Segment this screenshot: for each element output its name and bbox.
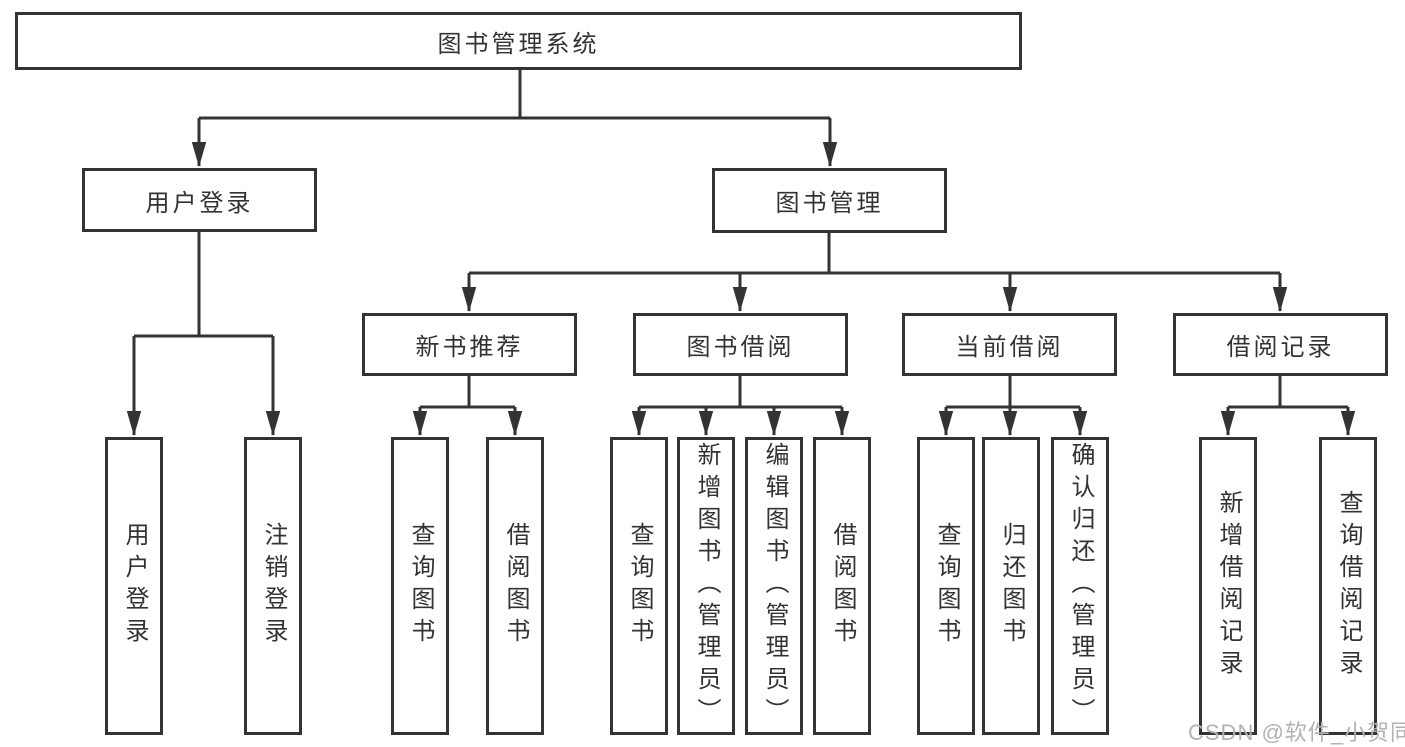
leaf-label: 查询图书 — [407, 522, 434, 650]
leaf-query-books: 查询图书 — [610, 437, 668, 735]
leaf-query-books: 查询图书 — [391, 437, 449, 735]
leaf-label: 新增借阅记录 — [1215, 490, 1242, 682]
connector-book-management-to-level3 — [461, 233, 1288, 312]
connector-new-book-group — [412, 376, 523, 436]
node-new-book-recommendation: 新书推荐 — [362, 313, 577, 376]
node-library-management-system: 图书管理系统 — [15, 12, 1022, 70]
node-label: 新书推荐 — [415, 334, 524, 361]
node-label: 用户登录 — [145, 189, 254, 217]
leaf-query-borrow-record: 查询借阅记录 — [1319, 437, 1377, 735]
node-label: 图书借阅 — [686, 334, 795, 361]
connector-borrow-records-group — [1220, 376, 1356, 436]
leaf-label: 查询借阅记录 — [1335, 490, 1362, 682]
leaf-borrow-books: 借阅图书 — [813, 437, 871, 735]
watermark: CSDN @软件_小贺同学 — [1188, 720, 1405, 745]
node-user-login: 用户登录 — [82, 168, 317, 232]
leaf-logout: 注销登录 — [244, 437, 302, 735]
leaf-label: 借阅图书 — [502, 522, 529, 650]
leaf-add-book-admin: 新增图书（管理员） — [677, 437, 735, 735]
leaf-user-login: 用户登录 — [105, 437, 163, 735]
leaf-label: 查询图书 — [626, 522, 653, 650]
leaf-label: 注销登录 — [260, 522, 287, 650]
connector-current-borrow-group — [938, 376, 1088, 436]
leaf-label: 编辑图书（管理员） — [761, 442, 788, 730]
node-current-borrowing: 当前借阅 — [902, 313, 1117, 376]
leaf-edit-book-admin: 编辑图书（管理员） — [745, 437, 803, 735]
leaf-return-book: 归还图书 — [982, 437, 1040, 735]
leaf-label: 归还图书 — [998, 522, 1025, 650]
leaf-label: 借阅图书 — [829, 522, 856, 650]
node-label: 图书管理 — [775, 190, 884, 217]
leaf-label: 确认归还（管理员） — [1067, 442, 1094, 730]
node-book-borrowing: 图书借阅 — [633, 313, 848, 376]
leaf-confirm-return-admin: 确认归还（管理员） — [1051, 437, 1109, 735]
leaf-query-books: 查询图书 — [917, 437, 975, 735]
node-label: 借阅记录 — [1226, 334, 1335, 361]
leaf-borrow-books: 借阅图书 — [486, 437, 544, 735]
leaf-label: 新增图书（管理员） — [693, 442, 720, 730]
node-label: 图书管理系统 — [437, 30, 600, 58]
node-book-management: 图书管理 — [712, 168, 947, 233]
connector-root-to-level2 — [191, 70, 838, 167]
leaf-add-borrow-record: 新增借阅记录 — [1199, 437, 1257, 735]
connector-user-login-group — [126, 232, 281, 436]
leaf-label: 用户登录 — [121, 522, 148, 650]
leaf-label: 查询图书 — [933, 522, 960, 650]
node-label: 当前借阅 — [955, 334, 1064, 361]
node-borrowing-records: 借阅记录 — [1173, 313, 1388, 376]
connector-book-borrow-group — [631, 376, 850, 436]
